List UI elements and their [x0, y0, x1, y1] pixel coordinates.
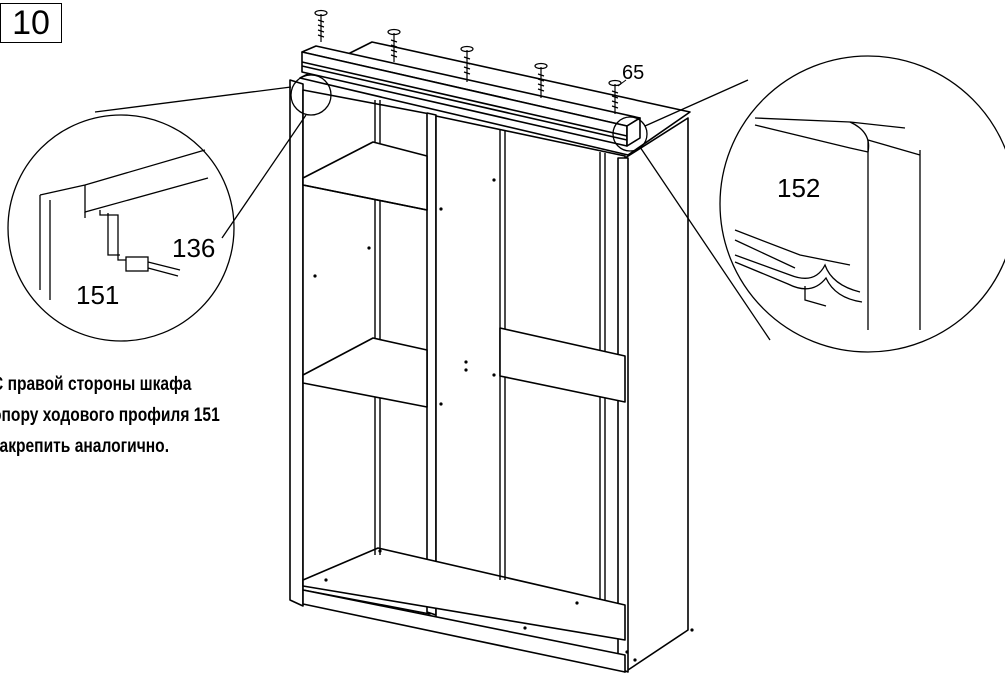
right-target-ring: [612, 116, 648, 152]
right-detail-callout: [612, 55, 1005, 353]
screw: [534, 62, 548, 98]
left-side-panel: [289, 79, 304, 607]
screw: [608, 79, 622, 114]
right-side-panel: [624, 117, 689, 673]
screw: [460, 45, 474, 82]
wardrobe: [289, 41, 691, 673]
left-detail-callout: [7, 74, 332, 342]
left-target-ring: [290, 74, 332, 116]
middle-shelf: [302, 337, 428, 408]
profile-label: 152: [777, 173, 821, 203]
holes: [313, 178, 694, 662]
center-divider: [426, 112, 437, 616]
bracket-label: 136: [172, 233, 216, 263]
right-front-edge: [617, 157, 629, 673]
instruction-line: закрепить аналогично.: [0, 436, 170, 457]
screw: [314, 9, 328, 42]
screw: [387, 28, 401, 62]
screw-label: 65: [622, 62, 645, 84]
left-magnifier: [7, 114, 235, 342]
bottom-plinth: [302, 589, 626, 673]
instruction-line: С правой стороны шкафа: [0, 374, 192, 395]
instruction-text: С правой стороны шкафа опору ходового пр…: [0, 369, 220, 462]
bottom-shelf: [302, 547, 626, 641]
screws: [314, 9, 622, 114]
top-rail-profile: [301, 45, 641, 147]
right-magnifier: [719, 55, 1005, 353]
upper-shelf: [302, 141, 428, 211]
screw-leader: [617, 79, 627, 87]
shelves: [302, 141, 626, 408]
rail-panel: [499, 327, 626, 403]
support-label: 151: [76, 280, 120, 310]
instruction-line: опору ходового профиля 151: [0, 405, 220, 426]
step-number: 10: [0, 3, 62, 43]
